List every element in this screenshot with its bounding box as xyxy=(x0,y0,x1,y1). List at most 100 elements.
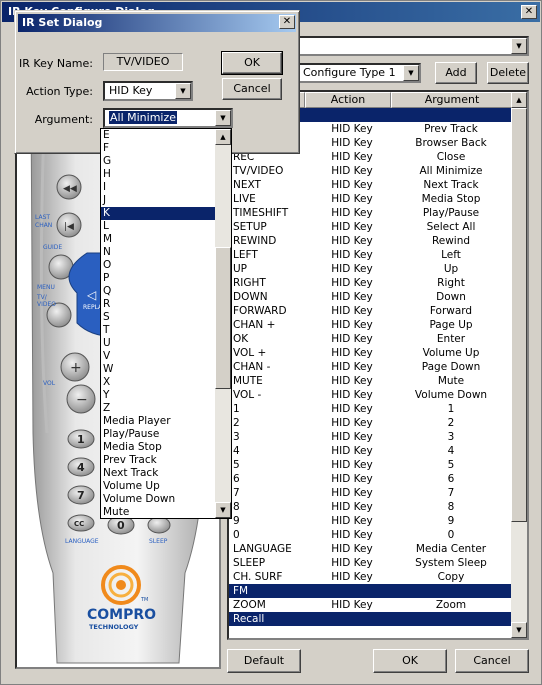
column-header-argument[interactable]: Argument xyxy=(391,92,513,108)
main-cancel-button[interactable]: Cancel xyxy=(455,649,529,673)
scroll-down-icon[interactable]: ▼ xyxy=(215,502,231,518)
dialog-cancel-button[interactable]: Cancel xyxy=(222,78,282,100)
argument-option[interactable]: Z xyxy=(103,402,111,414)
svg-text:4: 4 xyxy=(77,461,85,474)
argument-option[interactable]: Next Track xyxy=(103,467,159,479)
table-vertical-scrollbar[interactable]: ▲ ▼ xyxy=(511,92,527,638)
add-button[interactable]: Add xyxy=(435,62,477,84)
chevron-down-icon[interactable]: ▼ xyxy=(175,83,191,99)
scroll-up-icon[interactable]: ▲ xyxy=(511,92,527,108)
device-combo[interactable]: ▼ xyxy=(297,36,529,56)
argument-option[interactable]: Y xyxy=(103,389,110,401)
argument-combo[interactable]: All Minimize ▼ xyxy=(103,108,233,128)
argument-option[interactable]: Media Player xyxy=(103,415,171,427)
dialog-close-button[interactable]: ✕ xyxy=(279,15,295,29)
main-close-button[interactable]: ✕ xyxy=(521,5,537,19)
table-row[interactable]: Recall xyxy=(229,612,511,626)
config-type-combo[interactable]: Configure Type 1 ▼ xyxy=(297,63,421,83)
argument-option[interactable]: Q xyxy=(103,285,112,297)
dialog-ok-button[interactable]: OK xyxy=(221,51,283,75)
argument-option[interactable]: U xyxy=(103,337,111,349)
chevron-down-icon[interactable]: ▼ xyxy=(511,38,527,54)
argument-option[interactable]: M xyxy=(103,233,113,245)
cell-argument: 1 xyxy=(447,403,455,415)
argument-option[interactable]: N xyxy=(103,246,111,258)
argument-option[interactable]: K xyxy=(101,207,217,220)
scroll-thumb[interactable] xyxy=(511,108,527,522)
argument-option[interactable]: J xyxy=(103,194,107,206)
argument-option[interactable]: Media Stop xyxy=(103,441,162,453)
argument-option[interactable]: G xyxy=(103,155,112,167)
ir-key-name-value: TV/VIDEO xyxy=(103,53,183,71)
argument-option[interactable]: I xyxy=(103,181,107,193)
argument-option[interactable]: Volume Up xyxy=(103,480,160,492)
argument-option[interactable]: E xyxy=(103,129,110,141)
argument-option[interactable]: Mute xyxy=(103,506,130,518)
chevron-down-icon[interactable]: ▼ xyxy=(403,65,419,81)
cell-action xyxy=(305,612,391,626)
table-row[interactable]: FM xyxy=(229,584,511,598)
dropdown-scrollbar[interactable]: ▲ ▼ xyxy=(215,129,231,518)
argument-option[interactable]: Prev Track xyxy=(103,454,157,466)
argument-option[interactable]: X xyxy=(103,376,111,388)
cell-action: HID Key xyxy=(331,543,373,555)
argument-option[interactable]: R xyxy=(103,298,111,310)
argument-option[interactable]: T xyxy=(103,324,110,336)
argument-option[interactable]: Volume Down xyxy=(103,493,176,505)
column-header-action[interactable]: Action xyxy=(305,92,391,108)
chevron-down-icon[interactable]: ▼ xyxy=(215,110,231,126)
argument-option[interactable]: L xyxy=(103,220,109,232)
delete-button[interactable]: Delete xyxy=(487,62,529,84)
argument-option[interactable]: F xyxy=(103,142,110,154)
scroll-down-icon[interactable]: ▼ xyxy=(511,622,527,638)
main-ok-button[interactable]: OK xyxy=(373,649,447,673)
argument-option[interactable]: O xyxy=(103,259,112,271)
scroll-up-icon[interactable]: ▲ xyxy=(215,129,231,145)
argument-option[interactable]: W xyxy=(103,363,114,375)
default-button[interactable]: Default xyxy=(227,649,301,673)
argument-option[interactable]: S xyxy=(103,311,110,323)
argument-option[interactable]: P xyxy=(103,272,110,284)
svg-text:CC: CC xyxy=(74,520,84,528)
cell-action xyxy=(305,584,391,598)
action-type-combo[interactable]: HID Key ▼ xyxy=(103,81,193,101)
argument-option[interactable]: Play/Pause xyxy=(103,428,160,440)
dropdown-scroll-thumb[interactable] xyxy=(215,247,231,389)
argument-option[interactable]: H xyxy=(103,168,111,180)
argument-option[interactable]: V xyxy=(103,350,111,362)
